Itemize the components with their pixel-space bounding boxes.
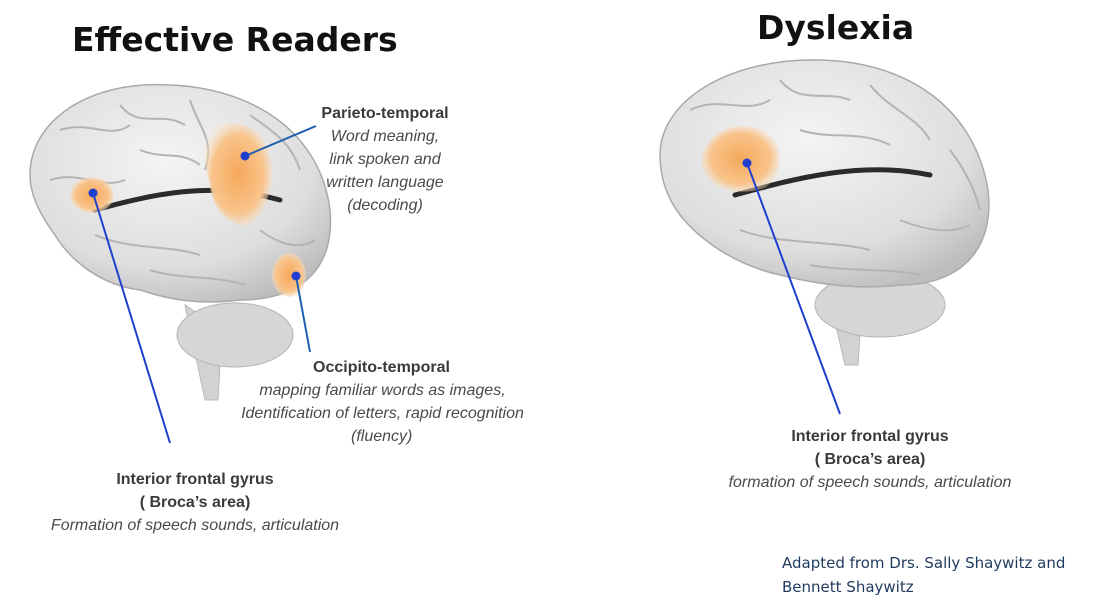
left-parieto-pointer-dot (240, 151, 250, 161)
left-title: Effective Readers (72, 20, 398, 59)
left-frontal-pointer-dot (88, 188, 98, 198)
parieto-line-3: written language (326, 174, 444, 191)
right-brain (659, 59, 990, 366)
left-frontal-sub: ( Broca’s area) (139, 494, 251, 511)
left-cerebellum (176, 302, 294, 368)
parieto-line-2: link spoken and (329, 151, 441, 168)
left-parieto-pointer-line (244, 125, 317, 157)
pointers (88, 125, 841, 444)
occipito-line-2: Identification of letters, rapid recogni… (241, 405, 524, 422)
left-occipito-pointer-line (295, 275, 311, 353)
parieto-line-1: Word meaning, (330, 128, 440, 145)
right-sulci (689, 79, 981, 276)
label-right-frontal-gyrus: Interior frontal gyrus ( Broca’s area) f… (715, 425, 1025, 494)
left-frontal-heading: Interior frontal gyrus (116, 471, 274, 488)
credit-line-1: Adapted from Drs. Sally Shaywitz and (782, 554, 1066, 572)
right-frontal-desc: formation of speech sounds, articulation (728, 474, 1012, 491)
occipito-heading: Occipito-temporal (313, 359, 450, 376)
right-frontal-heading: Interior frontal gyrus (791, 428, 949, 445)
label-parieto-temporal: Parieto-temporal Word meaning, link spok… (300, 102, 470, 217)
right-title: Dyslexia (757, 8, 915, 47)
left-occipito-pointer-dot (291, 271, 301, 281)
label-occipito-temporal: Occipito-temporal mapping familiar words… (225, 356, 540, 448)
occipito-line-3: (fluency) (351, 428, 413, 445)
right-frontal-pointer-line (746, 162, 841, 415)
left-brain (29, 83, 332, 401)
left-frontal-pointer-line (92, 192, 171, 444)
right-frontal-pointer-dot (742, 158, 752, 168)
right-frontal-sub: ( Broca’s area) (814, 451, 926, 468)
left-highlight-occipito (272, 253, 306, 297)
label-left-frontal-gyrus: Interior frontal gyrus ( Broca’s area) F… (40, 468, 350, 537)
parieto-heading: Parieto-temporal (321, 105, 449, 122)
left-highlight-parieto (204, 122, 272, 226)
occipito-line-1: mapping familiar words as images, (259, 382, 506, 399)
credit-note: Adapted from Drs. Sally Shaywitz and Ben… (782, 551, 1097, 599)
credit-line-2: Bennett Shaywitz (782, 578, 914, 596)
right-highlight-frontal (701, 125, 780, 192)
parieto-line-4: (decoding) (347, 197, 423, 214)
left-frontal-desc: Formation of speech sounds, articulation (50, 517, 340, 534)
